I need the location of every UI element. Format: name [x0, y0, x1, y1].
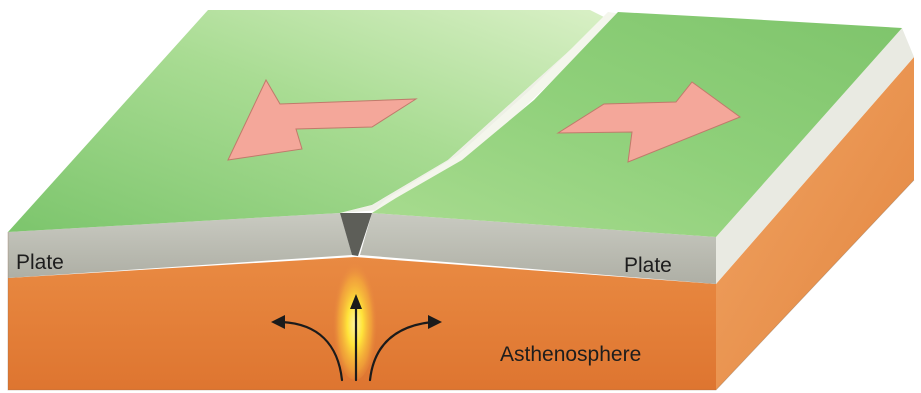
asthenosphere-label: Asthenosphere [500, 343, 641, 367]
right-plate-label: Plate [624, 254, 672, 278]
left-plate-label: Plate [16, 251, 64, 275]
